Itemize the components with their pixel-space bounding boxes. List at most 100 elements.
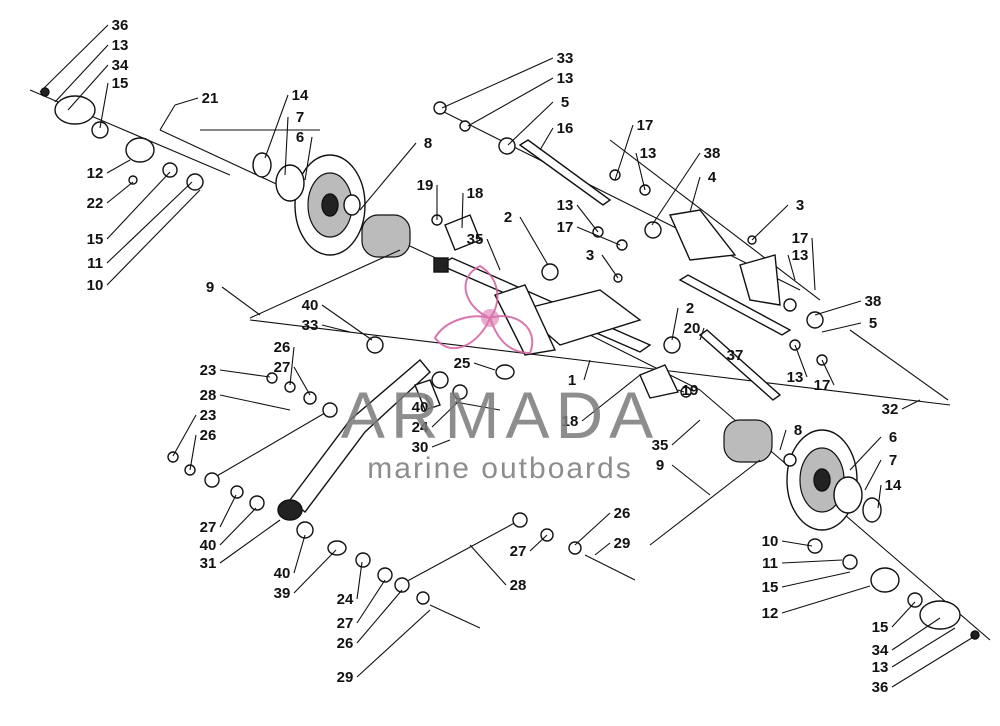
callout-number: 39 [274, 585, 291, 602]
callout-number: 10 [762, 533, 779, 550]
callout-number: 35 [652, 437, 669, 454]
callout-number: 11 [87, 255, 103, 272]
callout-number: 2 [504, 209, 512, 226]
callout-number: 8 [424, 135, 432, 152]
callout-number: 20 [684, 320, 701, 337]
callout-leader [99, 82, 109, 129]
callout-number: 35 [467, 231, 484, 248]
callout-leader [671, 307, 679, 341]
callout-number: 28 [200, 387, 217, 404]
callout-leader [284, 116, 289, 176]
callout-number: 33 [302, 317, 319, 334]
callout-leader [781, 540, 813, 547]
callout-leader [293, 366, 311, 396]
callout-number: 15 [762, 579, 779, 596]
callout-number: 36 [112, 17, 129, 34]
callout-leader [891, 617, 941, 651]
callout-number: 19 [417, 177, 434, 194]
callout-leader [671, 419, 701, 446]
callout-number: 34 [872, 642, 889, 659]
callout-number: 2 [686, 300, 694, 317]
callout-leader [219, 369, 271, 378]
callout-number: 5 [561, 94, 569, 111]
callout-number: 15 [87, 231, 104, 248]
callout-leader [172, 414, 197, 457]
callout-leader [781, 559, 843, 564]
callout-leader [293, 534, 306, 574]
callout-leader [814, 300, 862, 316]
callout-number: 29 [614, 535, 631, 552]
callout-number: 34 [112, 57, 129, 74]
callout-number: 40 [302, 297, 319, 314]
callout-number: 21 [202, 90, 219, 107]
callout-leader [174, 97, 199, 106]
shaft-37 [678, 274, 792, 336]
callout-number: 6 [889, 429, 897, 446]
callout-leader [574, 512, 611, 546]
callout-number: 17 [557, 219, 574, 236]
callout-leader [794, 344, 808, 378]
callout-leader [106, 181, 134, 204]
callout-number: 3 [586, 247, 594, 264]
callout-number: 19 [682, 382, 699, 399]
callout-leader [539, 127, 554, 151]
callout-leader [486, 238, 501, 271]
callout-leader [431, 439, 451, 448]
callout-leader [751, 204, 789, 241]
callout-leader [356, 589, 403, 644]
callout-leader [221, 286, 261, 316]
callout-leader [219, 494, 237, 528]
callout-number: 12 [87, 165, 104, 182]
swing-arm [277, 359, 431, 521]
callout-number: 1 [568, 372, 576, 389]
callout-number: 27 [200, 519, 217, 536]
callout-number: 23 [200, 407, 217, 424]
callout-leader [689, 176, 701, 213]
callout-leader [293, 549, 337, 594]
right-torsion-spring [649, 419, 773, 546]
callout-number: 38 [704, 145, 721, 162]
callout-number: 26 [274, 339, 291, 356]
callout-number: 7 [889, 452, 897, 469]
callout-leader [473, 362, 496, 371]
callout-leader [431, 399, 461, 428]
callout-number: 16 [557, 120, 574, 137]
callout-number: 13 [640, 145, 657, 162]
callout-number: 40 [274, 565, 291, 582]
watermark-brand: ARMADA [341, 378, 659, 452]
callout-number: 13 [872, 659, 889, 676]
callout-leader [583, 359, 591, 381]
left-small-hardware [40, 87, 204, 191]
callout-leader [219, 519, 281, 564]
misc-bushings [167, 101, 828, 629]
callout-leader [441, 57, 554, 109]
callout-leader [356, 579, 386, 624]
callout-number: 28 [510, 577, 527, 594]
callout-number: 9 [206, 279, 214, 296]
callout-leader [359, 142, 417, 211]
callout-number: 26 [337, 635, 354, 652]
callout-number: 4 [708, 169, 717, 186]
callout-number: 6 [296, 129, 304, 146]
callout-leader [461, 192, 464, 229]
link-arm-lower [399, 519, 521, 586]
callout-number: 22 [87, 195, 104, 212]
bolt-32 [849, 329, 949, 401]
callout-leader [106, 181, 193, 264]
callout-leader [424, 394, 433, 408]
callout-leader [671, 464, 711, 496]
callout-leader [821, 322, 862, 333]
bracket-right [739, 254, 781, 306]
callout-number: 38 [865, 293, 882, 310]
callout-number: 24 [412, 419, 429, 436]
callout-leader [779, 429, 787, 451]
callout-leader [891, 601, 916, 628]
callout-leader [67, 64, 109, 111]
callout-number: 14 [292, 87, 309, 104]
callout-leader [787, 254, 796, 281]
callout-leader [39, 24, 109, 93]
left-torsion-spring [249, 214, 411, 319]
callout-number: 12 [762, 605, 779, 622]
propeller-logo-icon [433, 264, 534, 355]
